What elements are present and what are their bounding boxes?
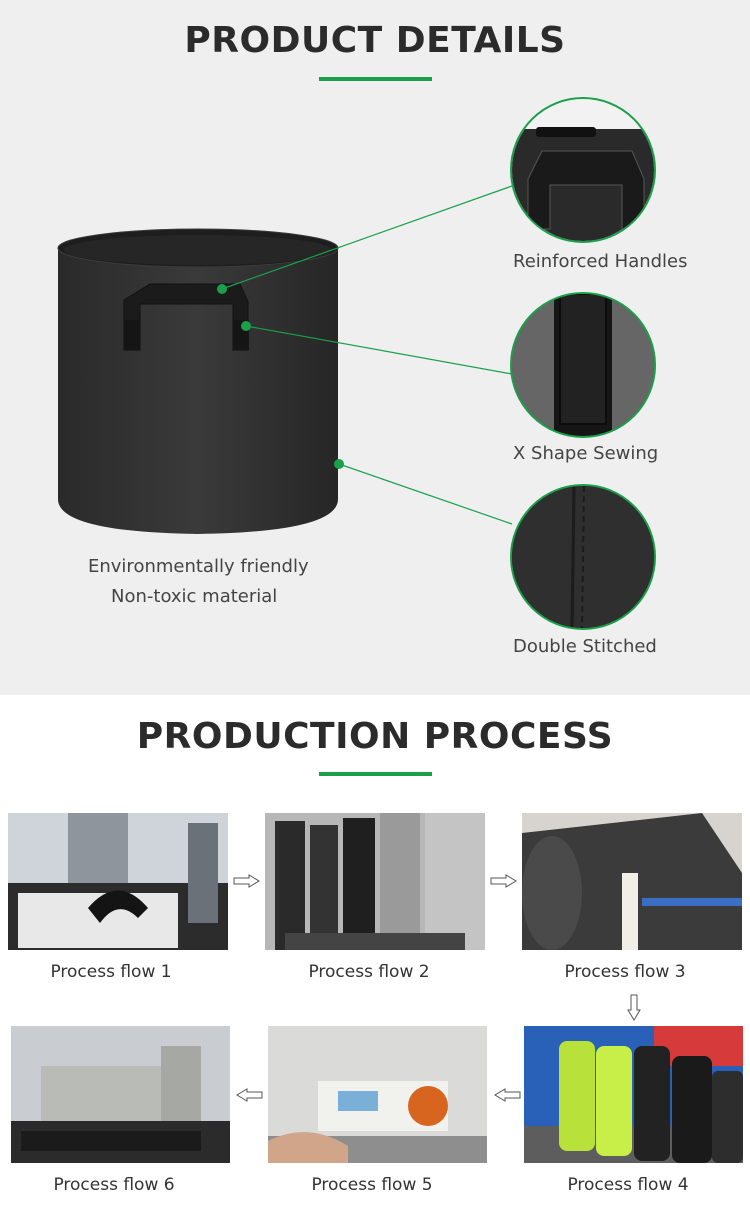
arrow-right-icon: [233, 874, 260, 888]
callout-dot-sewing: [241, 321, 251, 331]
process-image-3: [522, 813, 742, 950]
arrow-left-icon: [494, 1088, 521, 1102]
detail-image-stitched: [510, 484, 656, 630]
callout-dot-stitched: [334, 459, 344, 469]
feature-label-handles: Reinforced Handles: [513, 251, 688, 272]
material-caption-line2: Non-toxic material: [111, 586, 278, 607]
callout-dot-handles: [217, 284, 227, 294]
callout-line-stitched: [338, 463, 513, 525]
product-details-title: PRODUCT DETAILS: [184, 20, 566, 61]
detail-image-handles: [510, 97, 656, 243]
title-underline: [319, 77, 432, 81]
process-image-6: [11, 1026, 230, 1163]
title-underline-2: [319, 772, 432, 776]
process-label-1: Process flow 1: [50, 962, 172, 982]
process-image-5: [268, 1026, 487, 1163]
process-label-2: Process flow 2: [308, 962, 430, 982]
material-caption-line1: Environmentally friendly: [88, 556, 309, 577]
arrow-left-icon: [236, 1088, 263, 1102]
process-image-4: [524, 1026, 743, 1163]
process-label-4: Process flow 4: [567, 1175, 689, 1195]
callout-line-sewing: [245, 325, 513, 375]
process-label-6: Process flow 6: [53, 1175, 175, 1195]
process-image-1: [8, 813, 228, 950]
callout-line-handles: [221, 185, 513, 290]
detail-image-sewing: [510, 292, 656, 438]
process-image-2: [265, 813, 485, 950]
production-process-title: PRODUCTION PROCESS: [136, 716, 614, 757]
grow-bag-diagram: [57, 185, 513, 534]
feature-label-stitched: Double Stitched: [513, 636, 657, 657]
feature-label-sewing: X Shape Sewing: [513, 443, 659, 464]
process-label-3: Process flow 3: [564, 962, 686, 982]
arrow-right-icon: [490, 874, 517, 888]
process-label-5: Process flow 5: [311, 1175, 433, 1195]
arrow-down-icon: [627, 994, 641, 1021]
